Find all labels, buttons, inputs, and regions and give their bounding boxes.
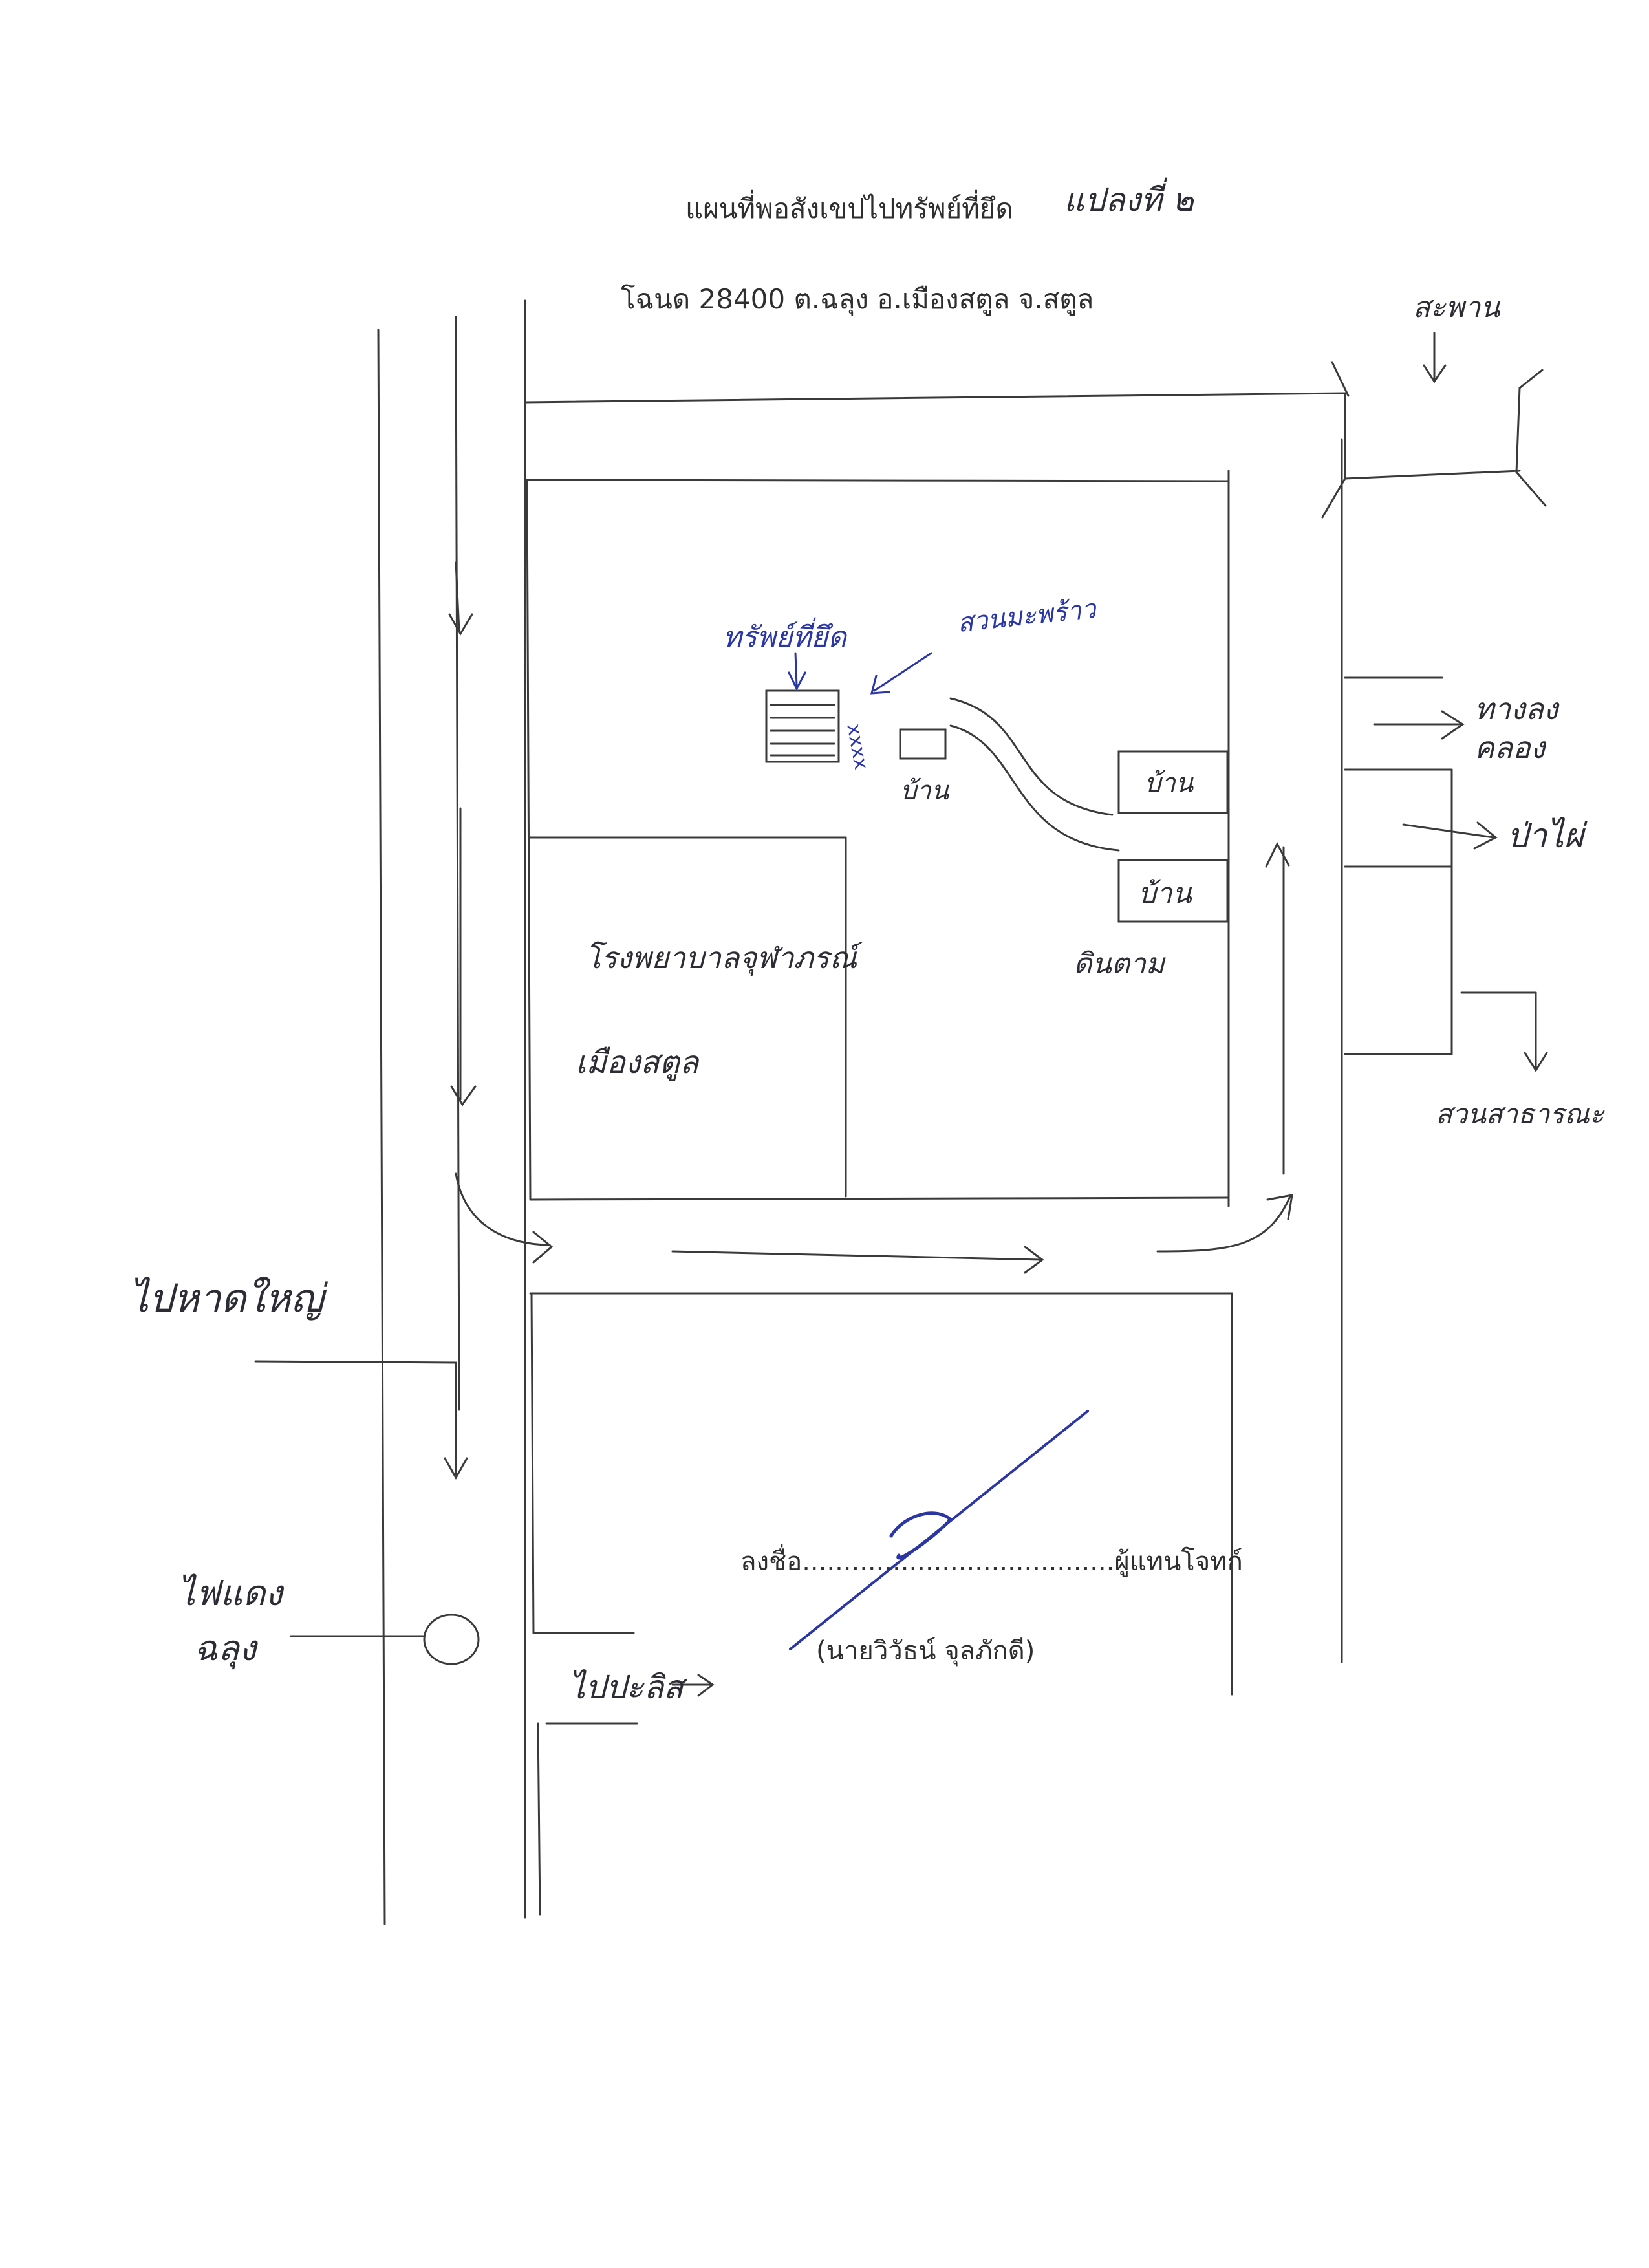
deed-info: โฉนด 28400 ต.ฉลุง อ.เมืองสตูล จ.สตูล xyxy=(621,283,1094,315)
label-public-park: สวนสาธารณะ xyxy=(1436,1098,1604,1130)
bridge-rail xyxy=(1515,471,1547,507)
label-house-1: บ้าน xyxy=(900,776,949,806)
signature-mark xyxy=(889,1511,953,1560)
bridge-east xyxy=(1515,387,1521,473)
sheet-mark: แปลงที่ ๒ xyxy=(1064,181,1194,219)
label-traffic-light-line1: ไฟแดง xyxy=(178,1573,283,1614)
label-hospital-line2: เมืองสตูล xyxy=(576,1044,699,1081)
bridge-rail xyxy=(1321,477,1346,519)
label-to-canal-line1: ทางลง xyxy=(1474,691,1558,726)
label-land-owner: ดินตาม xyxy=(1073,947,1165,980)
map-title: แผนที่พอสังเขปไปทรัพย์ที่ยึด xyxy=(685,193,1013,224)
label-traffic-light-line2: ฉลุง xyxy=(194,1628,257,1669)
signatory-name: (นายวิวัธน์ จุลภักดี) xyxy=(816,1636,1035,1666)
seized-property-box xyxy=(765,689,840,763)
label-hospital-line1: โรงพยาบาลจุฬาภรณ์ xyxy=(585,940,857,975)
road-centerline xyxy=(455,316,460,1411)
bridge-south xyxy=(1344,470,1521,480)
house-3 xyxy=(1117,859,1229,923)
label-house-3: บ้าน xyxy=(1138,877,1192,910)
label-bridge: สะพาน xyxy=(1413,291,1500,324)
signature-line: ลงชื่อ..................................… xyxy=(740,1547,1243,1577)
label-house-2: บ้าน xyxy=(1145,768,1194,798)
traffic-light-circle xyxy=(423,1614,480,1665)
top-road-north-edge xyxy=(524,392,1346,404)
orchard-arrow xyxy=(873,652,932,692)
path-edge xyxy=(949,697,1114,816)
road-spur xyxy=(537,1722,541,1916)
path-edge xyxy=(949,724,1120,852)
house-2 xyxy=(1117,750,1229,814)
label-to-canal-line2: คลอง xyxy=(1474,730,1546,765)
main-road-left-edge xyxy=(377,329,386,1925)
label-to-perlis: ไปปะลิส xyxy=(569,1669,684,1706)
block-top-edge xyxy=(524,479,1230,482)
house-1 xyxy=(899,728,947,760)
label-seized-property: ทรัพย์ที่ยึด xyxy=(723,621,846,654)
bridge-rail xyxy=(1331,361,1350,397)
bridge-rail xyxy=(1518,369,1544,389)
label-bamboo-forest: ป่าไผ่ xyxy=(1507,817,1584,856)
seized-arrow xyxy=(794,652,798,687)
svg-text:xxxx: xxxx xyxy=(842,722,872,772)
block-south-edge xyxy=(529,1196,1230,1201)
label-to-hatyai: ไปหาดใหญ่ xyxy=(129,1276,324,1321)
block-west-edge xyxy=(526,479,532,1201)
south-block-west xyxy=(530,1292,535,1634)
